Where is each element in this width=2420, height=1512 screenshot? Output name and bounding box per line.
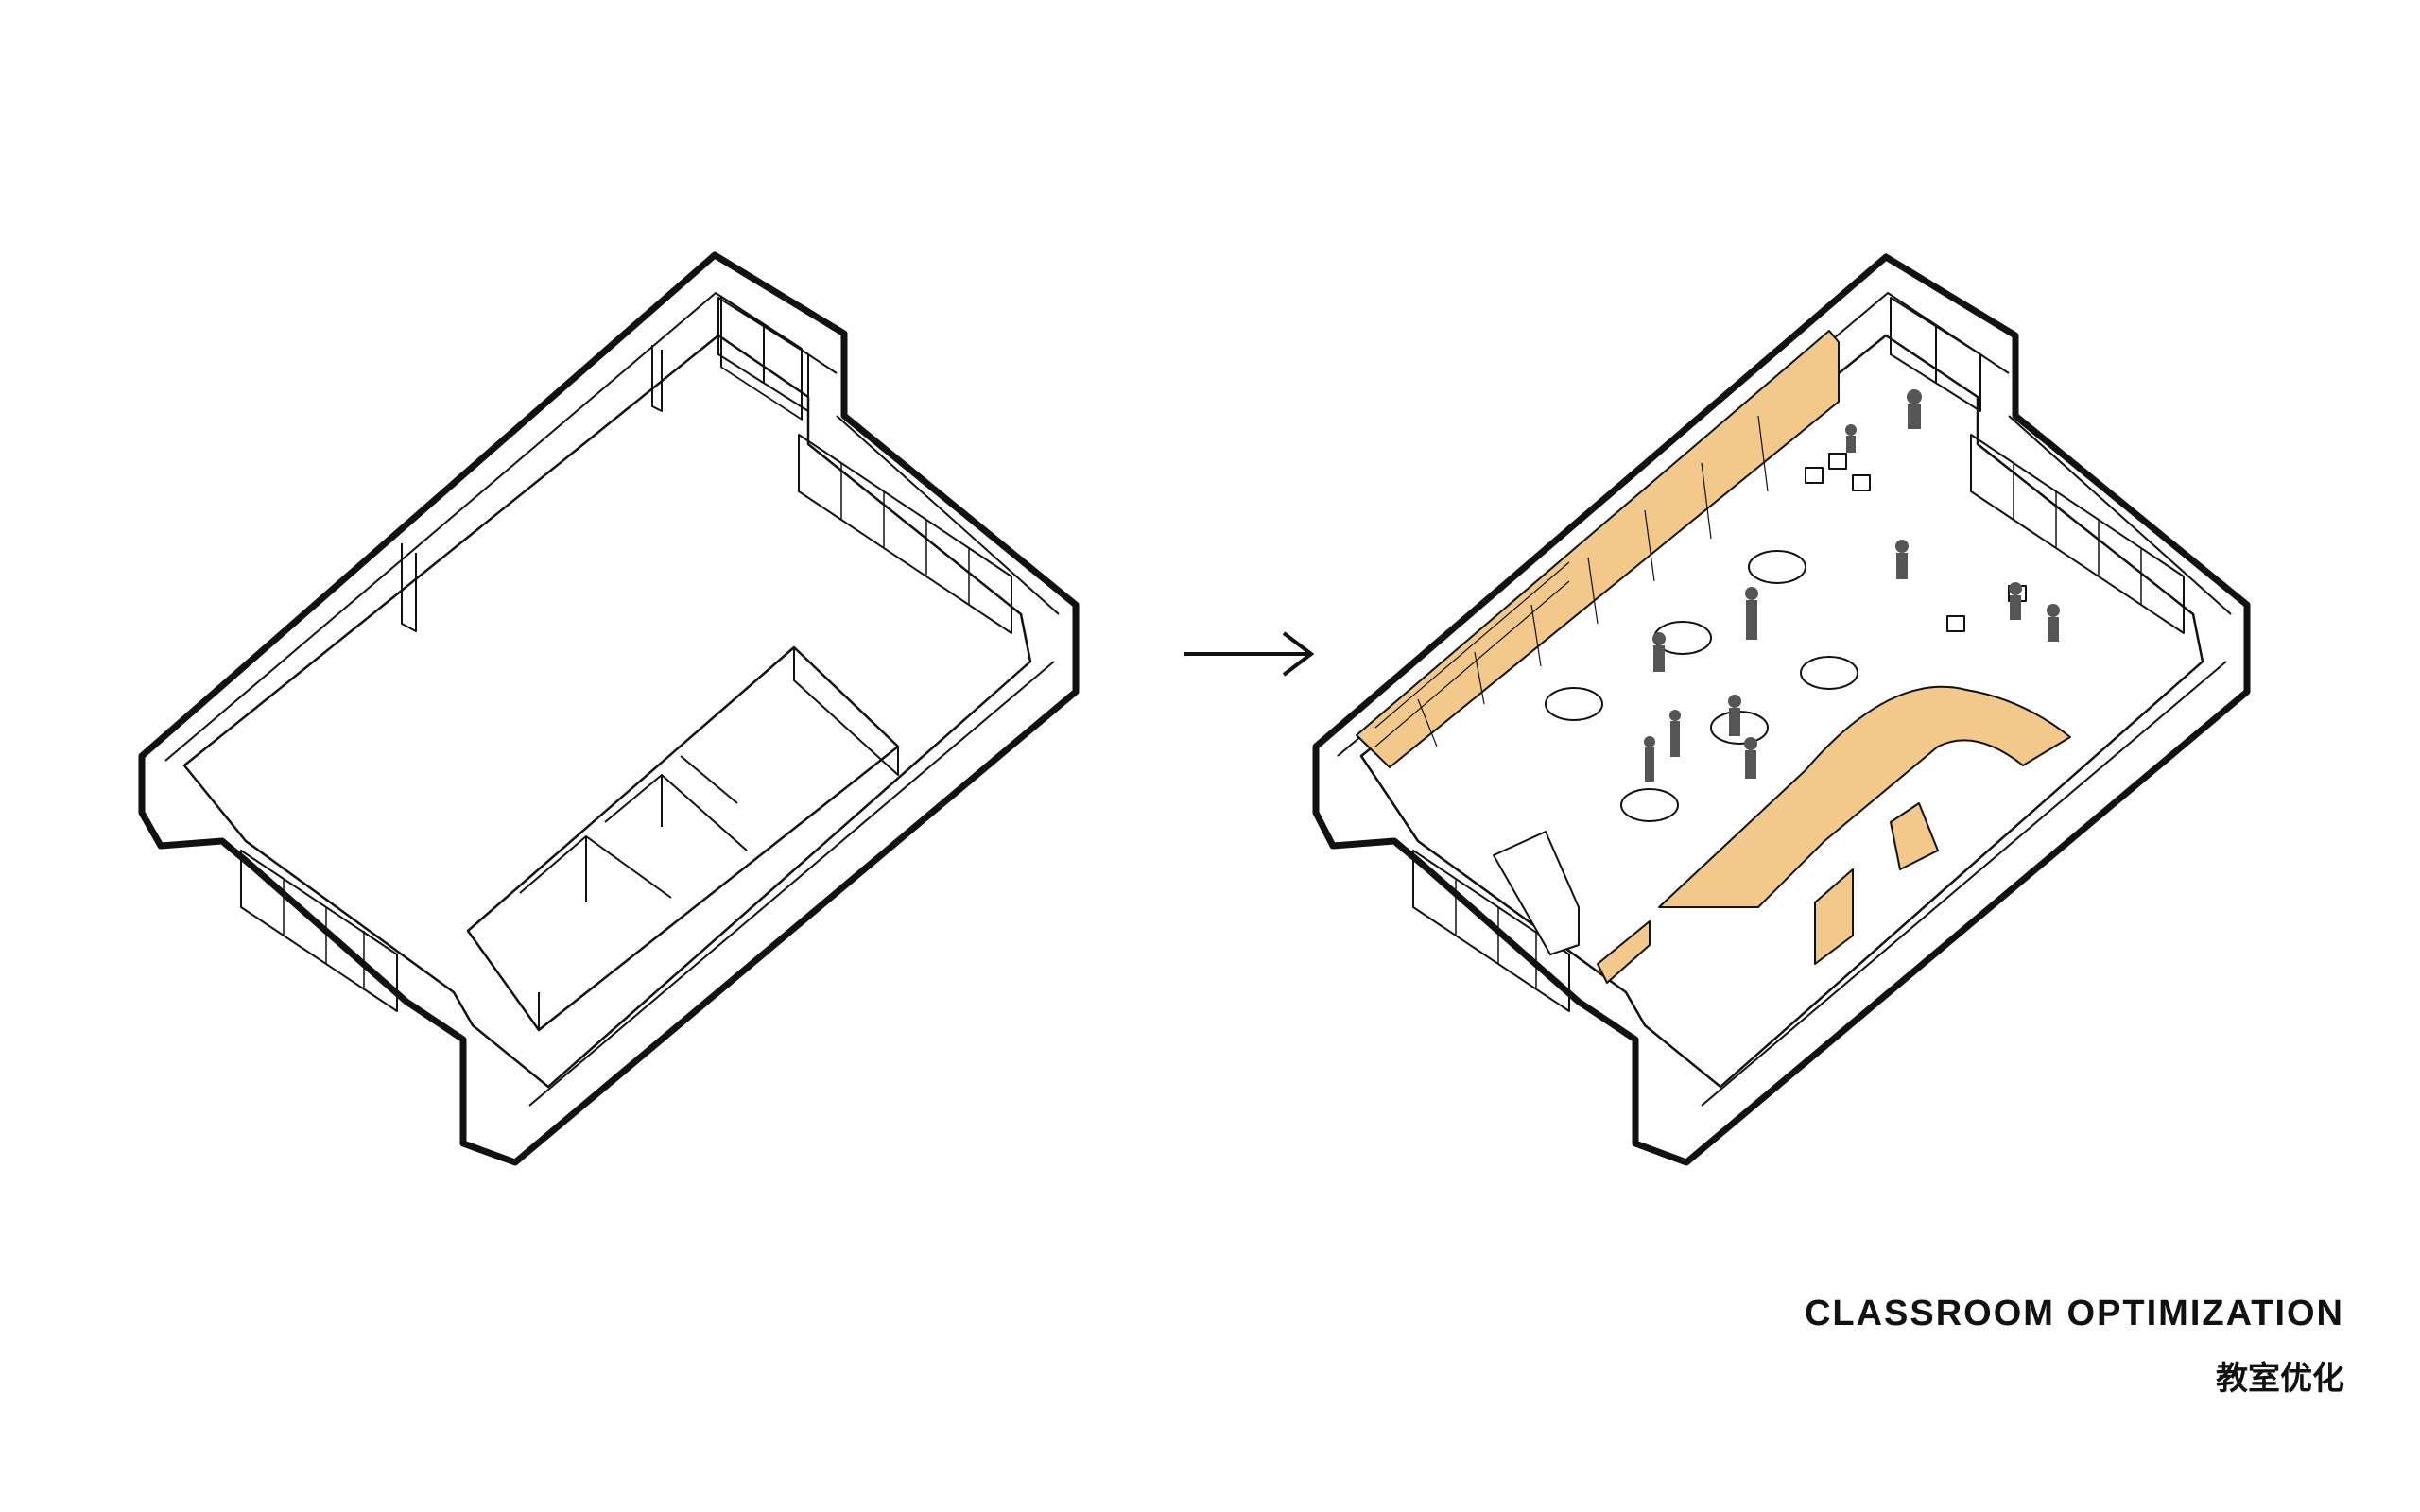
partition-c [1597, 920, 1651, 984]
caption-en: CLASSROOM OPTIMIZATION [1805, 1294, 2344, 1333]
person [1895, 540, 1909, 553]
table [1748, 550, 1806, 584]
table [1800, 656, 1858, 690]
storage-wall [1356, 330, 1840, 768]
person [1669, 710, 1681, 721]
person [1907, 389, 1922, 404]
person [1728, 695, 1741, 708]
people [1644, 389, 2060, 782]
classroom-before [138, 251, 1080, 1166]
person [1845, 424, 1857, 436]
curved-counter [1658, 685, 2071, 908]
person [2009, 582, 2022, 595]
table [1545, 687, 1603, 721]
partition-b [1890, 802, 1939, 870]
person [1652, 632, 1666, 645]
person [1744, 737, 1757, 750]
window-band-left [240, 850, 398, 1012]
tables [1545, 550, 1858, 822]
window-band-right [798, 434, 1012, 634]
transform-arrow [1184, 631, 1315, 677]
person [1644, 736, 1655, 747]
caption-zh: 教室优化 [2216, 1360, 2344, 1398]
person [2047, 604, 2060, 617]
person [1745, 587, 1758, 600]
table [1620, 788, 1679, 822]
window-back [720, 295, 803, 421]
classroom-after [1312, 253, 2251, 1166]
partition-a [1814, 868, 1854, 965]
bench [1493, 831, 1580, 955]
floor-outline [182, 334, 1032, 1089]
